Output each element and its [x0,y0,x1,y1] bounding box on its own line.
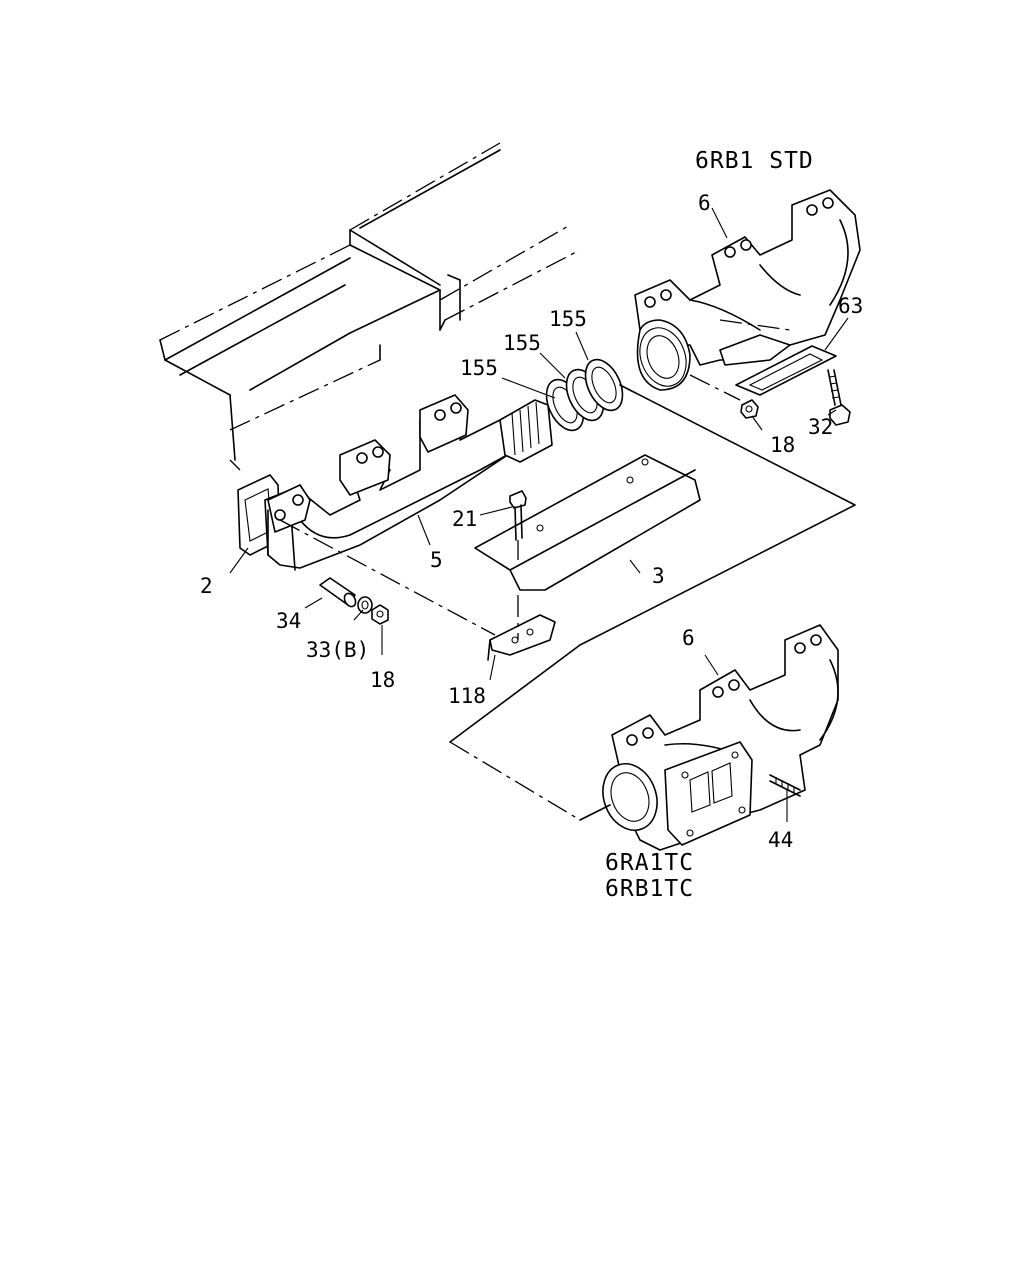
nut-18-left [371,604,389,625]
callout-63: 63 [838,294,863,318]
callout-3: 3 [652,564,665,588]
seal-rings-155 [545,358,624,432]
callout-32: 32 [808,415,833,439]
callout-118: 118 [448,684,486,708]
variant-title-std: 6RB1 STD [695,148,814,174]
callout-6-top: 6 [698,191,711,215]
variant-title-tc-2: 6RB1TC [605,876,694,902]
exhaust-manifold-turbo [602,624,839,851]
reference-lines [229,207,856,822]
bracket-118 [487,595,556,661]
heat-shield-3 [474,454,701,591]
callout-21: 21 [452,507,477,531]
callout-155-a: 155 [460,356,498,380]
exhaust-manifold-front [237,394,553,571]
callout-155-b: 155 [503,331,541,355]
pin-34 [319,577,357,608]
callout-155-c: 155 [549,307,587,331]
gasket-part-63 [735,345,837,396]
callout-44: 44 [768,828,793,852]
callout-2: 2 [200,574,213,598]
washer-33b [357,596,373,614]
callout-6-bottom: 6 [682,626,695,650]
callout-34: 34 [276,609,301,633]
variant-title-tc-1: 6RA1TC [605,850,694,876]
callout-18-left: 18 [370,668,395,692]
cylinder-head-outline [159,142,581,471]
callout-18-top: 18 [770,433,795,457]
exhaust-manifold-rear-std [634,189,861,426]
callout-33b: 33(B) [306,638,369,662]
bolt-21 [509,490,527,560]
callout-5: 5 [430,548,443,572]
